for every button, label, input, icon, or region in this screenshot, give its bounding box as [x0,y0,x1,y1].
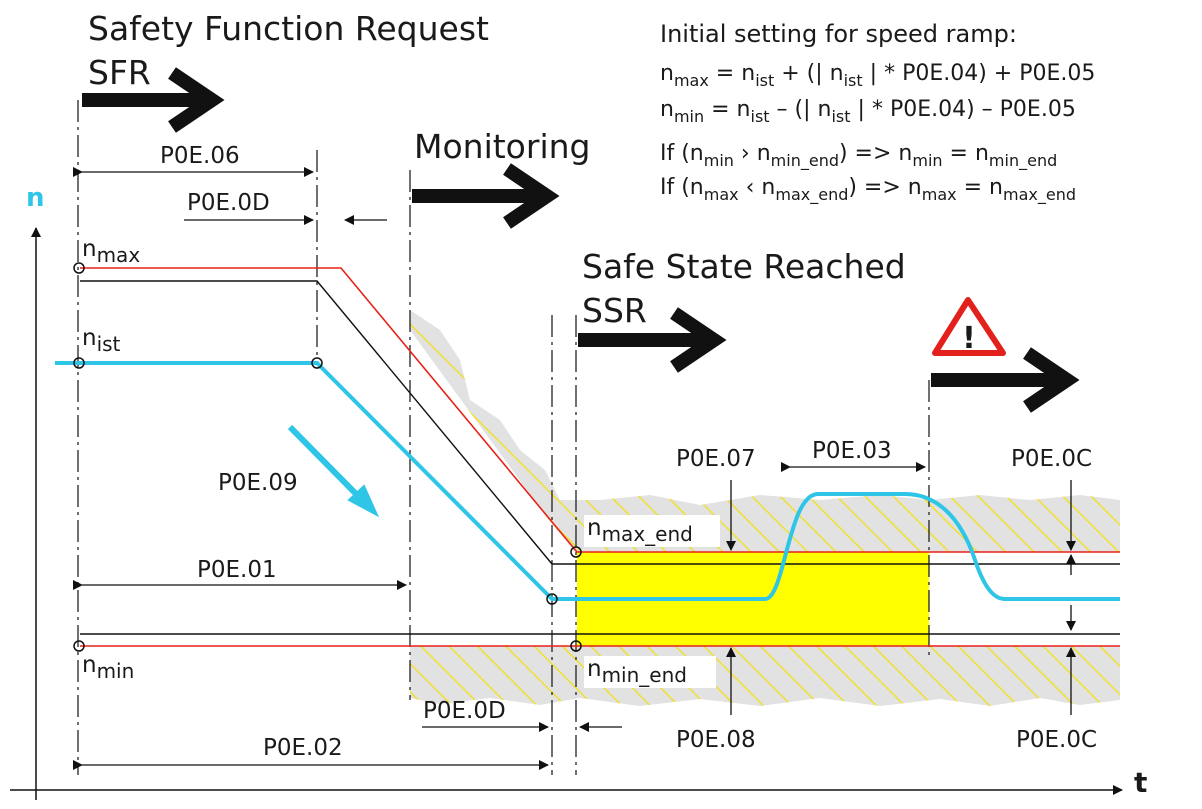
x-axis-label: t [1134,766,1147,799]
param-p08: P0E.08 [676,727,756,753]
param-p0d-top: P0E.0D [187,190,270,216]
param-p01: P0E.01 [197,557,277,583]
monitoring-title: Monitoring [414,127,590,166]
n-max-limit-black [80,280,1120,565]
label-n-min: nmin [82,652,134,683]
y-axis-label: n [26,183,45,213]
param-p09: P0E.09 [218,470,298,496]
param-p0c-bottom: P0E.0C [1016,727,1097,753]
label-n-min-end: nmin_end [587,656,687,687]
sfr-abbr: SFR [88,53,151,92]
warning-arrow [931,347,1080,413]
label-n-max-end: nmax_end [587,515,693,546]
formula-line-4: If (nmax ‹ nmax_end) => nmax = nmax_end [660,175,1076,205]
param-p07: P0E.07 [676,446,756,472]
param-p06: P0E.06 [160,143,240,169]
formula-line-1: nmax = nist + (| nist | * P0E.04) + P0E.… [660,61,1095,90]
time-markers [77,100,930,775]
sfr-title: Safety Function Request [88,9,489,48]
dimension-lines [73,167,1076,770]
warning-icon: ! [932,297,1006,356]
param-p0c-top: P0E.0C [1011,446,1092,472]
formula-title: Initial setting for speed ramp: [660,20,1017,48]
param-p0d-bottom: P0E.0D [423,698,506,724]
speed-curve-n-ist [55,361,1120,601]
curve-points [73,262,582,652]
monitoring-arrow [412,163,560,229]
ssr-title: Safe State Reached [582,247,906,286]
ssr-abbr: SSR [582,291,647,330]
label-n-max: nmax [82,236,140,267]
n-max-limit-red [80,267,1120,553]
ramp-slope-arrow [287,424,380,518]
formula-line-2: nmin = nist – (| nist | * P0E.04) – P0E.… [660,97,1076,126]
svg-text:!: ! [962,321,976,356]
sfr-arrow [82,67,225,133]
label-n-ist: nist [82,325,121,356]
param-p03: P0E.03 [812,438,892,464]
ssr-arrow [578,307,727,373]
formula-block: Initial setting for speed ramp: nmax = n… [660,20,1095,205]
ramp-tolerance-band [410,310,1120,552]
param-p02: P0E.02 [263,735,343,761]
formula-line-3: If (nmin › nmin_end) => nmin = nmin_end [660,141,1057,171]
lower-tolerance-band [410,646,1120,706]
